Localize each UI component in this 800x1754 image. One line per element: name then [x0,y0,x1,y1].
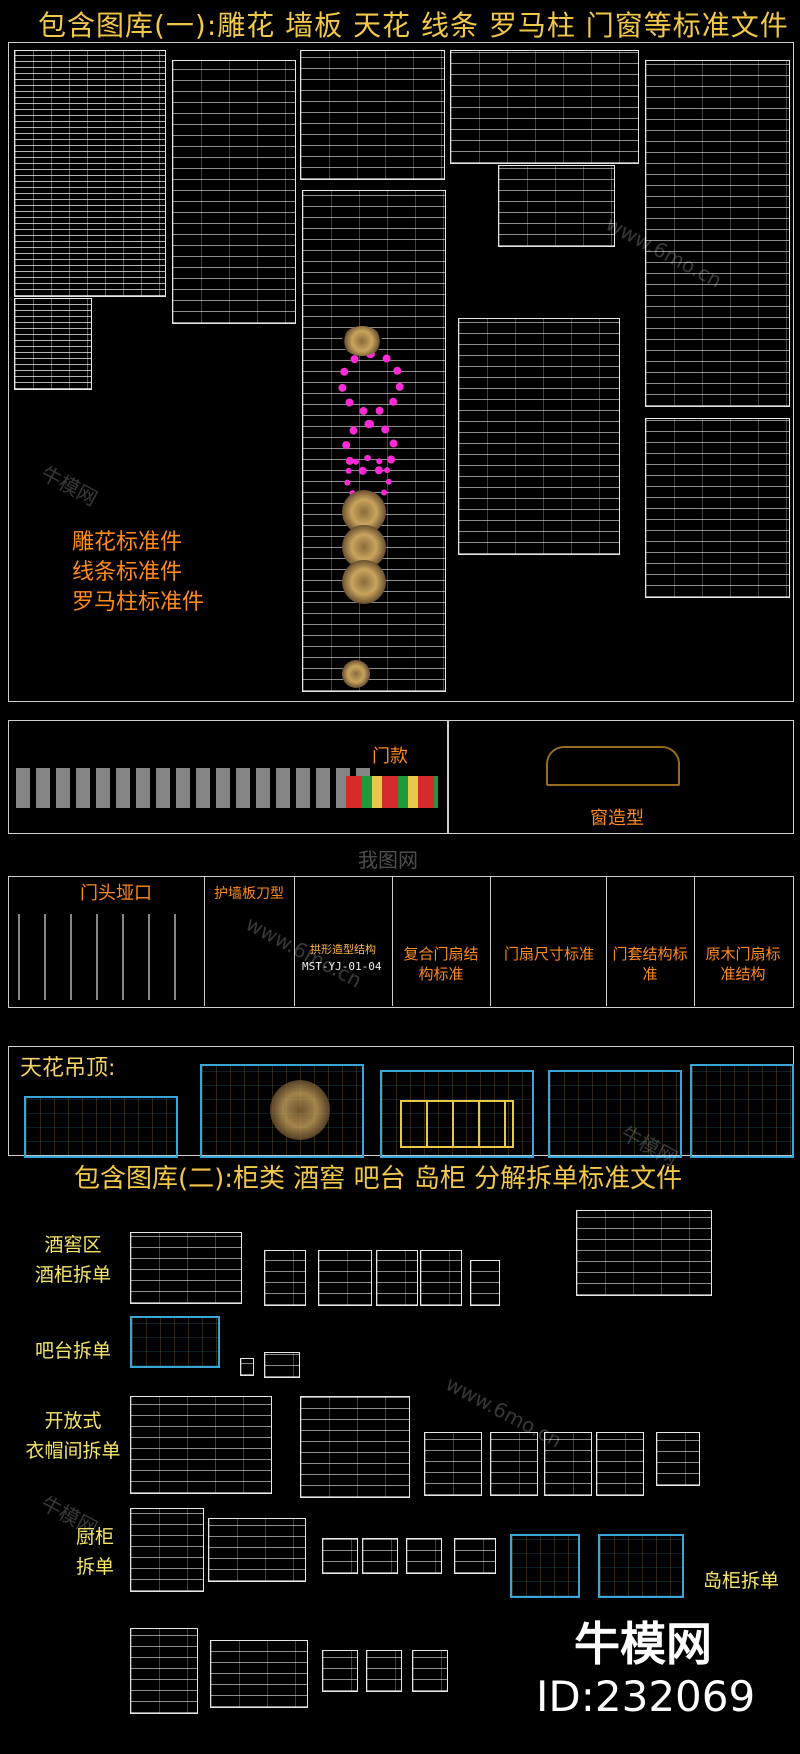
cad-sheet[interactable] [645,60,790,407]
cad-sheet[interactable] [300,50,445,180]
closet-elevation[interactable] [300,1396,410,1498]
brand-id: ID:232069 [536,1672,756,1721]
carving-medallion [342,660,370,688]
arch-structure-label: 拱形造型结构 [310,943,376,956]
cad-sheet[interactable] [450,50,639,164]
kitchen-elevation[interactable] [208,1518,306,1582]
doors-frame [8,720,448,834]
carving-ring [338,350,404,416]
door-frame-label: 门套结构标准 [612,945,688,983]
cad-sheet[interactable] [406,1538,442,1574]
cad-sheet[interactable] [362,1538,398,1574]
door-label: 门款 [372,746,408,767]
cad-sheet[interactable] [376,1250,418,1306]
ceiling-grid [400,1100,514,1148]
section1-title: 包含图库(一):雕花 墙板 天花 线条 罗马柱 门窗等标准文件 [38,9,789,42]
island-plan[interactable] [598,1534,684,1598]
door-header-drawings[interactable] [18,914,198,1000]
bar-plan[interactable] [130,1316,220,1368]
components-frame [8,876,794,1008]
ceiling-panel[interactable] [24,1096,178,1158]
cad-sheet[interactable] [454,1538,496,1574]
wine-cellar-label: 酒窖区 酒柜拆单 [34,1234,111,1286]
walkin-closet-label: 开放式 衣帽间拆单 [25,1410,121,1462]
ceiling-label: 天花吊顶: [20,1056,116,1081]
cad-sheet[interactable] [172,60,296,324]
cad-sheet[interactable] [14,50,166,297]
cad-sheet[interactable] [240,1358,254,1376]
closet-plan[interactable] [130,1396,272,1494]
ceiling-panel[interactable] [690,1064,794,1158]
cad-sheet[interactable] [656,1432,700,1486]
wainscot-profile-label: 护墙板刀型 [214,886,284,902]
door-header-label: 门头垭口 [80,883,152,904]
cad-sheet[interactable] [322,1538,358,1574]
section1-labels: 雕花标准件 线条标准件 罗马柱标准件 [72,528,204,618]
cad-sheet[interactable] [264,1352,300,1378]
section2-title: 包含图库(二):柜类 酒窖 吧台 岛柜 分解拆单标准文件 [74,1164,683,1194]
wine-cellar-plan[interactable] [576,1210,712,1296]
kitchen-elevation[interactable] [210,1640,308,1708]
ceiling-medallion [270,1080,330,1140]
cad-sheet[interactable] [264,1250,306,1306]
cad-sheet[interactable] [490,1432,538,1496]
cad-sheet[interactable] [645,418,790,598]
cad-sheet[interactable] [318,1250,372,1306]
door-thumbnails[interactable] [16,768,376,808]
cad-sheet[interactable] [366,1650,402,1692]
island-label: 岛柜拆单 [702,1570,779,1592]
kitchen-label: 厨柜 拆单 [75,1526,114,1578]
window-label: 窗造型 [590,808,644,829]
carving-label: 雕花标准件 [72,530,183,555]
drawing-code: MST-YJ-01-04 [302,960,382,973]
cad-sheet[interactable] [544,1432,592,1496]
kitchen-plan[interactable] [130,1508,204,1592]
solid-wood-door-label: 原木门扇标准结构 [705,945,781,983]
cad-sheet[interactable] [412,1650,448,1692]
carving-medallion [342,326,382,356]
cad-sheet[interactable] [458,318,620,555]
brand-name: 牛模网 [574,1617,712,1671]
cad-sheet[interactable] [420,1250,462,1306]
molding-label: 线条标准件 [72,560,183,585]
window-thumbnails[interactable] [546,746,680,786]
wine-cabinet-sheet[interactable] [130,1232,242,1304]
kitchen-plan[interactable] [130,1628,198,1714]
cad-sheet[interactable] [596,1432,644,1496]
island-plan[interactable] [510,1534,580,1598]
cad-sheet[interactable] [14,298,92,390]
cad-sheet[interactable] [424,1432,482,1496]
cad-sheet-carvings[interactable] [302,190,446,692]
bar-label: 吧台拆单 [34,1340,111,1362]
section1-frame [8,42,794,702]
ceiling-panel[interactable] [548,1070,682,1158]
cad-sheet[interactable] [322,1650,358,1692]
composite-door-label: 复合门扇结构标准 [403,945,479,983]
cad-sheet[interactable] [498,165,615,247]
carving-medallion [342,560,386,604]
door-dimension-label: 门扇尺寸标准 [503,945,594,963]
roman-column-label: 罗马柱标准件 [72,590,205,615]
windows-frame [448,720,794,834]
door-color-samples[interactable] [346,776,438,808]
center-watermark: 我图网 [358,848,418,872]
cad-sheet[interactable] [470,1260,500,1306]
